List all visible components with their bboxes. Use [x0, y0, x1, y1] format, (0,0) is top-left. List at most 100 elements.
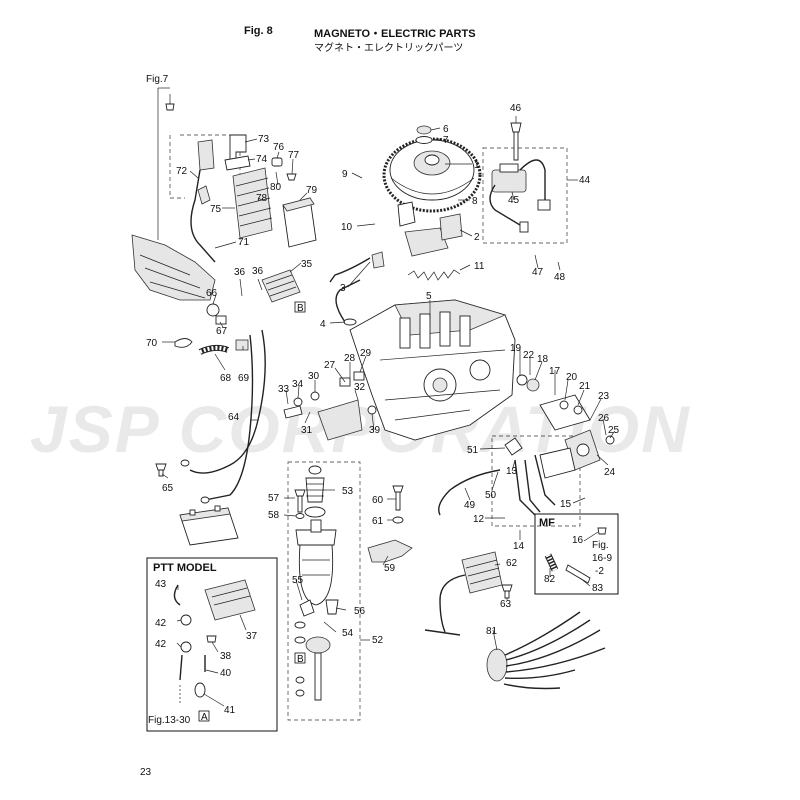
- ptt-model-frame: [146, 557, 278, 732]
- callout-80: 80: [270, 182, 282, 193]
- ref-fig16-9: 16-9: [592, 553, 612, 564]
- callout-72: 72: [176, 166, 188, 177]
- callout-52: 52: [372, 635, 384, 646]
- callout-49: 49: [464, 500, 476, 511]
- washer-icon-25: [605, 435, 615, 445]
- harness-wire-12b: [524, 459, 541, 513]
- callout-61: 61: [372, 516, 384, 527]
- bracket-icon-31: [317, 399, 363, 441]
- clip-icon-29: [353, 371, 365, 381]
- holder-icon-67: [215, 315, 227, 325]
- callout-73: 73: [258, 134, 270, 145]
- callout-41: 41: [224, 705, 236, 716]
- ref-box-a: [198, 710, 210, 722]
- spring-icon: [407, 269, 461, 281]
- callout-44: 44: [579, 175, 591, 186]
- battery-cable-icon: [189, 329, 266, 474]
- ref-box-b-top: [294, 301, 306, 313]
- callout-8: 8: [472, 196, 478, 207]
- callout-39: 39: [369, 425, 381, 436]
- washer-icon-52d: [295, 689, 305, 697]
- coil-bolt-icon: [510, 122, 522, 161]
- pickup-coil-wire: [329, 257, 371, 283]
- bolt-icon-38: [206, 635, 217, 643]
- callout-14: 14: [513, 541, 525, 552]
- plug-wire: [335, 279, 361, 323]
- callout-38: 38: [220, 651, 232, 662]
- harness-wire-71: [190, 169, 216, 263]
- cap-icon-70: [174, 338, 193, 348]
- figure-title-en: MAGNETO・ELECTRIC PARTS: [314, 28, 476, 40]
- ptt-plug-icon-41: [194, 682, 206, 698]
- callout-40: 40: [220, 668, 232, 679]
- callout-4: 4: [320, 319, 326, 330]
- callout-82: 82: [544, 574, 556, 585]
- callout-15: 15: [560, 499, 572, 510]
- callout-19: 19: [510, 343, 522, 354]
- callout-42b: 42: [155, 639, 167, 650]
- callout-32: 32: [354, 382, 366, 393]
- ref-fig7: Fig.7: [146, 74, 169, 85]
- bushing-icon-18: [526, 378, 540, 392]
- fig7-bolt-icon: [165, 103, 175, 111]
- callout-60: 60: [372, 495, 384, 506]
- ptt-relay-icon: [204, 579, 256, 621]
- callout-50: 50: [485, 490, 497, 501]
- mf-title: MF: [539, 517, 555, 529]
- callout-3: 3: [340, 283, 346, 294]
- flywheel-nut-icon: [416, 125, 432, 135]
- callout-63: 63: [500, 599, 512, 610]
- washer-icon-19: [516, 374, 528, 386]
- ref-box-b-bottom-label: B: [297, 654, 304, 665]
- callout-46: 46: [510, 103, 522, 114]
- thru-bolt-icon: [314, 652, 322, 701]
- callout-74: 74: [256, 154, 268, 165]
- ptt-model-title: PTT MODEL: [153, 562, 217, 574]
- callout-35: 35: [301, 259, 313, 270]
- rectifier-icon: [261, 269, 301, 303]
- callout-71: 71: [238, 237, 250, 248]
- callout-77: 77: [288, 150, 300, 161]
- ptt-wire-a: [179, 654, 183, 681]
- washer-icon-34: [293, 397, 303, 407]
- washer-icon-20: [559, 400, 569, 410]
- washer-icon-39: [367, 405, 377, 415]
- callout-75: 75: [210, 204, 222, 215]
- terminal-icon-51: [504, 437, 523, 456]
- brush-icon-56: [325, 599, 339, 615]
- callout-numbers: 1 2 3 4 5 6 7 8 9 10 11 12 13 14 15 16 1…: [146, 103, 620, 716]
- callout-9: 9: [342, 169, 348, 180]
- callout-42a: 42: [155, 618, 167, 629]
- mf-frame: [534, 513, 619, 595]
- battery-icon: [179, 505, 239, 546]
- callout-5: 5: [426, 291, 432, 302]
- connector-72-icon: [197, 185, 211, 205]
- callout-30: 30: [308, 371, 320, 382]
- washer-icon-52c: [295, 676, 305, 684]
- starter-bracket-icon: [367, 539, 413, 563]
- callout-28: 28: [344, 353, 356, 364]
- harness-group-frame: [491, 435, 581, 527]
- callout-66: 66: [206, 288, 218, 299]
- starter-motor-group-frame: [287, 461, 361, 721]
- bolt-icon-16: [597, 527, 607, 535]
- plate-icon: [224, 155, 251, 171]
- callout-18: 18: [537, 354, 549, 365]
- ref-box-b-bottom: [294, 652, 306, 664]
- callout-64: 64: [228, 412, 240, 423]
- grommet-icon-66: [206, 303, 220, 317]
- washer-icon-52b: [294, 636, 306, 644]
- wire-harness-icon: [486, 611, 606, 690]
- wire-icon-49: [438, 469, 501, 516]
- ref-fig13-30: Fig.13-30: [148, 715, 191, 726]
- bolt-icon-33: [283, 405, 303, 419]
- ref-fig: Fig.: [592, 540, 609, 551]
- ignition-coil-icon: [489, 159, 551, 233]
- callout-33: 33: [278, 384, 290, 395]
- callout-69: 69: [238, 373, 250, 384]
- callout-7: 7: [443, 135, 449, 146]
- ground-bolt-icon: [155, 463, 167, 477]
- callout-78: 78: [256, 193, 268, 204]
- callout-48: 48: [554, 272, 566, 283]
- callout-22: 22: [523, 350, 535, 361]
